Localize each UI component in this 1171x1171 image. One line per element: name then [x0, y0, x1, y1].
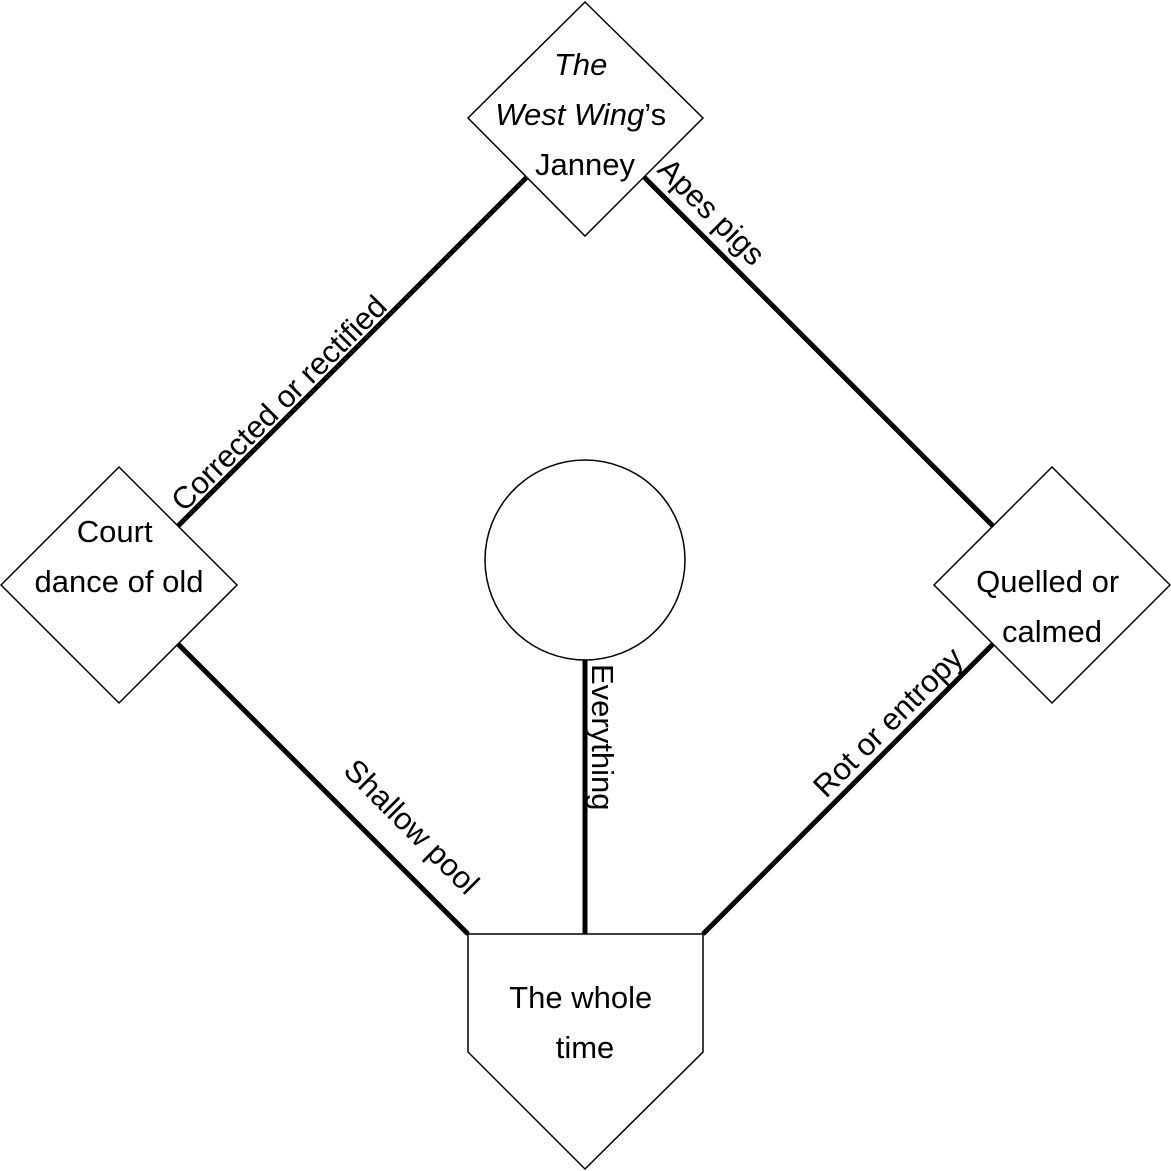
third-base-diamond — [0, 465, 239, 705]
pitchers-mound-circle — [484, 459, 686, 661]
home-plate: The whole time — [467, 933, 704, 1171]
first-base-line-1: Quelled or — [976, 564, 1119, 599]
edge-third-to-second — [176, 175, 529, 528]
home-plate-line-1: The whole — [509, 980, 652, 1015]
first-base-diamond — [932, 465, 1171, 705]
second-base-diamond — [466, 0, 705, 238]
second-base-line-1: The — [554, 47, 607, 82]
home-plate-label: The whole time — [509, 980, 661, 1065]
second-base-line-3: Janney — [535, 147, 635, 182]
edge-third-to-home — [176, 642, 470, 936]
edge-label-mound-to-home: Everything — [585, 664, 620, 810]
third-base: Court dance of old — [0, 465, 239, 705]
home-plate-line-2: time — [556, 1030, 615, 1065]
edge-second-to-first — [642, 175, 995, 528]
home-plate-shape — [467, 933, 704, 1171]
third-base-label: Court dance of old — [35, 514, 204, 599]
edge-label-first-to-home: Rot or entropy — [806, 640, 970, 804]
second-base: The West Wing’s Janney — [466, 0, 705, 238]
edge-label-second-to-first: Apes pigs — [651, 151, 772, 272]
edge-first-to-home — [701, 642, 995, 936]
third-base-line-2: dance of old — [35, 564, 204, 599]
second-base-line-2: West Wing’s — [495, 97, 666, 132]
second-base-line-2-suffix: ’s — [644, 97, 666, 132]
first-base-line-2: calmed — [1002, 614, 1102, 649]
third-base-line-1: Court — [77, 514, 153, 549]
first-base: Quelled or calmed — [932, 465, 1171, 705]
second-base-label: The West Wing’s Janney — [495, 47, 674, 182]
first-base-label: Quelled or calmed — [976, 564, 1128, 649]
second-base-line-2-italic: West Wing — [495, 97, 644, 132]
edge-label-third-to-second: Corrected or rectified — [164, 289, 393, 518]
